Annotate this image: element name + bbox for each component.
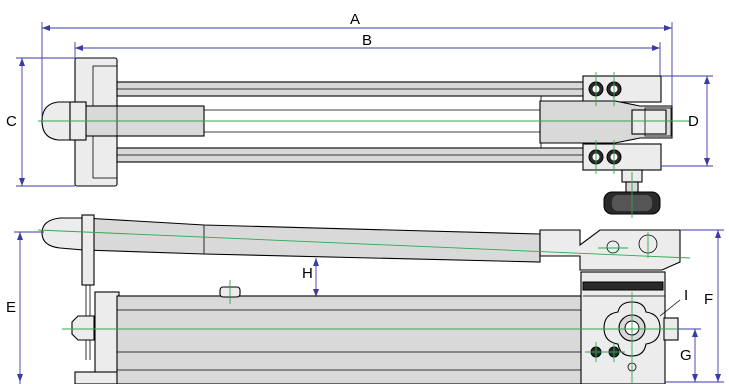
side-handle-pivot: [81, 214, 95, 286]
side-lever-head: [539, 229, 681, 271]
dim-label-c: C: [6, 113, 17, 130]
dim-label-b: B: [362, 32, 372, 49]
dim-label-g: G: [680, 347, 692, 364]
dimension-labels: A B C D E F G H I: [6, 11, 713, 364]
dim-label-a: A: [350, 11, 360, 28]
dim-label-i: I: [684, 287, 688, 304]
side-end-plate: [94, 291, 120, 384]
side-reservoir-body: [116, 295, 584, 384]
side-handle-grip: [41, 217, 85, 251]
side-view: [37, 214, 691, 384]
side-handle-lever: [83, 217, 541, 263]
top-view: [38, 57, 690, 218]
dim-label-f: F: [704, 291, 713, 308]
dim-label-d: D: [688, 113, 699, 130]
dimension-lines: [14, 22, 724, 384]
dim-label-h: H: [302, 265, 313, 282]
dim-label-e: E: [6, 299, 16, 316]
